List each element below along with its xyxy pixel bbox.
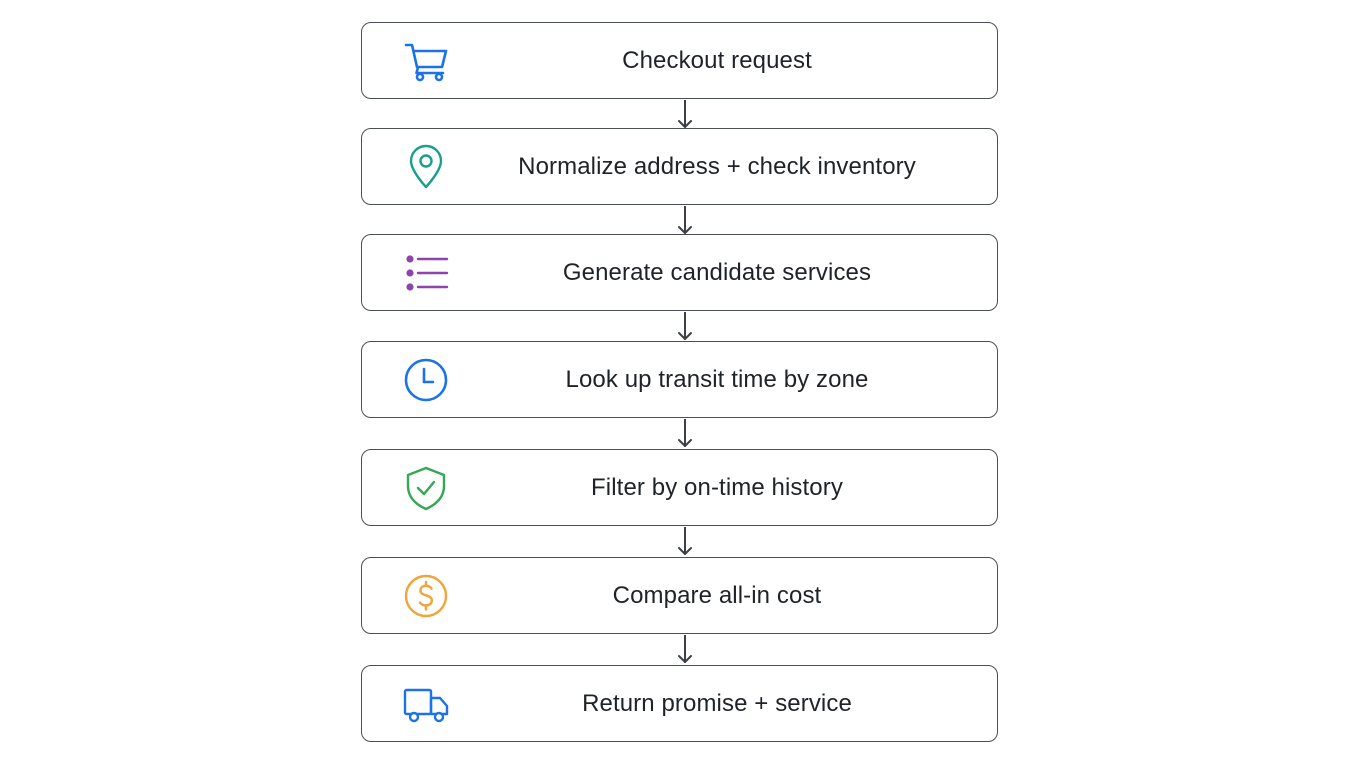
step-normalize-address: Normalize address + check inventory (361, 128, 998, 205)
arrow-connector (675, 527, 695, 557)
cart-icon (402, 37, 450, 85)
map-pin-icon (402, 143, 450, 191)
clock-icon (402, 356, 450, 404)
arrow-connector (675, 635, 695, 665)
step-generate-candidates: Generate candidate services (361, 234, 998, 311)
dollar-coin-icon (402, 572, 450, 620)
step-label: Return promise + service (582, 689, 852, 717)
step-label: Normalize address + check inventory (518, 152, 916, 180)
arrow-connector (675, 206, 695, 236)
truck-icon (402, 680, 450, 728)
step-return-promise: Return promise + service (361, 665, 998, 742)
arrow-connector (675, 312, 695, 342)
shield-check-icon (402, 464, 450, 512)
step-label: Checkout request (622, 46, 812, 74)
step-label: Look up transit time by zone (565, 365, 869, 393)
step-label: Generate candidate services (562, 258, 872, 286)
step-transit-lookup: Look up transit time by zone (361, 341, 998, 418)
arrow-connector (675, 100, 695, 130)
step-filter-on-time: Filter by on-time history (361, 449, 998, 526)
step-compare-cost: Compare all-in cost (361, 557, 998, 634)
step-label: Compare all-in cost (612, 581, 822, 609)
list-icon (402, 249, 450, 297)
step-checkout-request: Checkout request (361, 22, 998, 99)
step-label: Filter by on-time history (591, 473, 843, 501)
arrow-connector (675, 419, 695, 449)
